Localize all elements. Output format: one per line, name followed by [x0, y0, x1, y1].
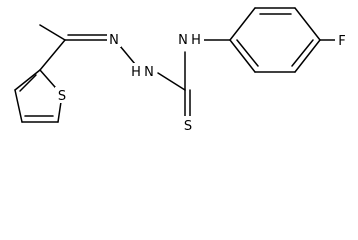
atom-labels: N H N N H S S F: [55, 31, 349, 134]
molecule-diagram: N H N N H S S F: [14, 7, 349, 134]
bonds: [14, 7, 339, 123]
label-bg-nh: [176, 31, 204, 47]
bond-ring-inner-b: [291, 39, 314, 67]
atom-n-imine: N: [109, 33, 119, 48]
bond-thiophene-c2-c1: [39, 39, 66, 71]
atom-n-amine: N: [178, 33, 188, 48]
bond-ring-inner-c: [236, 39, 259, 67]
label-bg-s-thiophene: [55, 87, 69, 103]
label-bg-s-thione: [180, 116, 194, 132]
bond-ring-1: [229, 7, 256, 41]
bond-methyl: [39, 24, 66, 41]
label-bg-f: [335, 32, 349, 48]
bond-thiophene-c3-c4: [14, 89, 23, 123]
atom-s-thione: S: [184, 119, 192, 134]
bond-ring-6: [229, 39, 256, 73]
atom-f: F: [338, 34, 345, 49]
bond-ring-3: [294, 7, 321, 41]
atom-s-thiophene: S: [58, 89, 66, 104]
bond-thiophene-c2-c3: [14, 69, 41, 91]
atom-h-amine: H: [191, 33, 201, 48]
atom-h-hydrazine: H: [131, 65, 141, 80]
bond-ring-4: [294, 39, 321, 73]
atom-n-hydrazine: N: [144, 65, 154, 80]
structure-svg: N H N N H S S F: [14, 7, 349, 134]
label-bg-n-imine: [107, 31, 121, 47]
label-bg-n-hydrazine: [129, 63, 143, 79]
bond-nh-c: [157, 72, 186, 91]
bond-thiophene-inner-a: [19, 74, 37, 92]
label-bg-n-hydrazine-2: [142, 63, 156, 79]
